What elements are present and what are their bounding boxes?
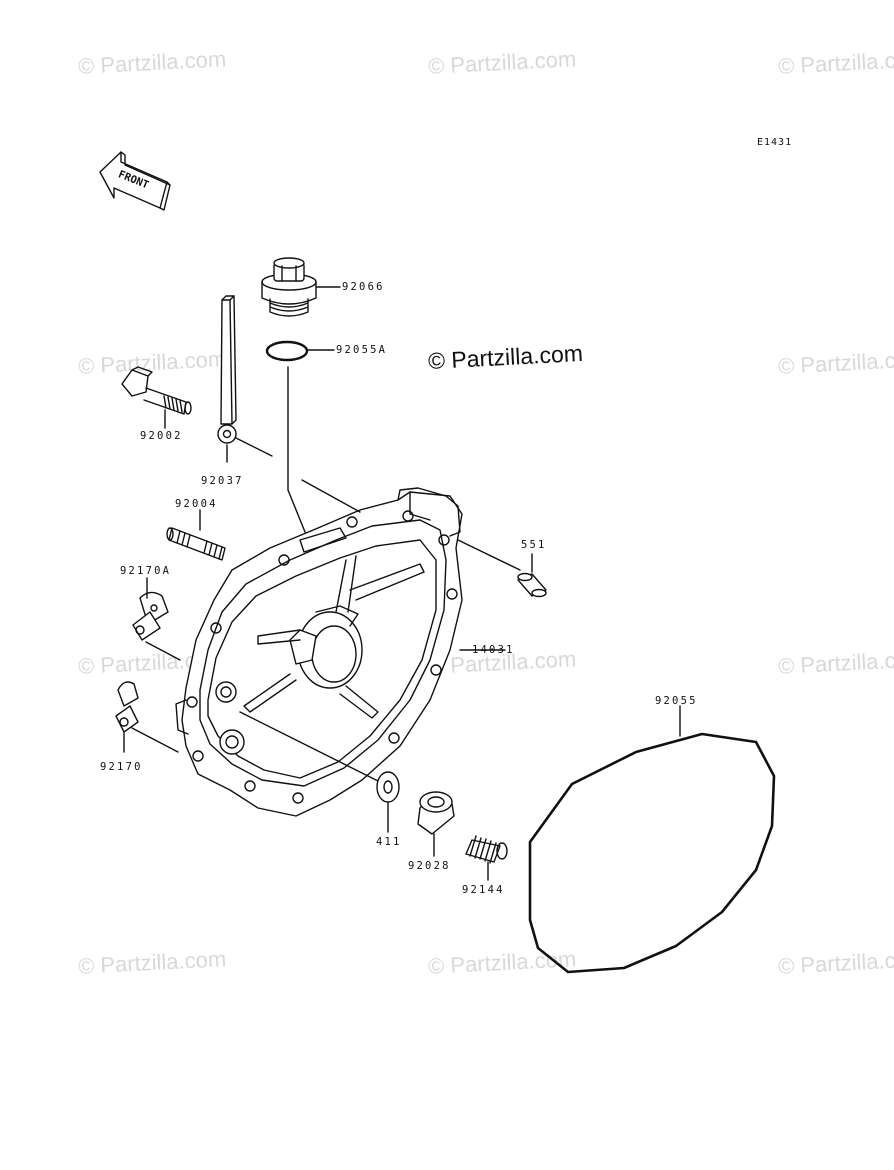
part-label-551[interactable]: 551 bbox=[521, 539, 547, 551]
part-label-92066[interactable]: 92066 bbox=[342, 281, 385, 293]
front-arrow-icon: FRONT bbox=[99, 151, 171, 211]
part-label-92028[interactable]: 92028 bbox=[408, 860, 451, 872]
part-label-92055[interactable]: 92055 bbox=[655, 695, 698, 707]
bolt-part bbox=[121, 366, 192, 415]
part-label-92037[interactable]: 92037 bbox=[201, 475, 244, 487]
spring-part bbox=[465, 835, 508, 864]
clamp-part bbox=[115, 681, 139, 733]
part-label-92004[interactable]: 92004 bbox=[175, 498, 218, 510]
washer-part bbox=[376, 771, 400, 803]
part-label-92170[interactable]: 92170 bbox=[100, 761, 143, 773]
dowel-pin-part bbox=[517, 572, 547, 598]
reference-code: E1431 bbox=[757, 137, 793, 148]
stud-part bbox=[166, 527, 226, 561]
part-label-92055a[interactable]: 92055A bbox=[336, 344, 388, 356]
cover-gasket-part bbox=[528, 732, 776, 974]
bushing-part bbox=[417, 791, 455, 835]
clutch-cover-part bbox=[175, 487, 463, 817]
oil-filler-plug-part bbox=[261, 257, 317, 317]
part-label-92002[interactable]: 92002 bbox=[140, 430, 183, 442]
part-label-14031[interactable]: 14031 bbox=[472, 644, 515, 656]
o-ring-part bbox=[265, 340, 309, 362]
part-label-411[interactable]: 411 bbox=[376, 836, 402, 848]
part-label-92144[interactable]: 92144 bbox=[462, 884, 505, 896]
part-label-92170a[interactable]: 92170A bbox=[120, 565, 172, 577]
dipstick-part bbox=[217, 295, 237, 444]
clamp-a-part bbox=[132, 591, 169, 641]
